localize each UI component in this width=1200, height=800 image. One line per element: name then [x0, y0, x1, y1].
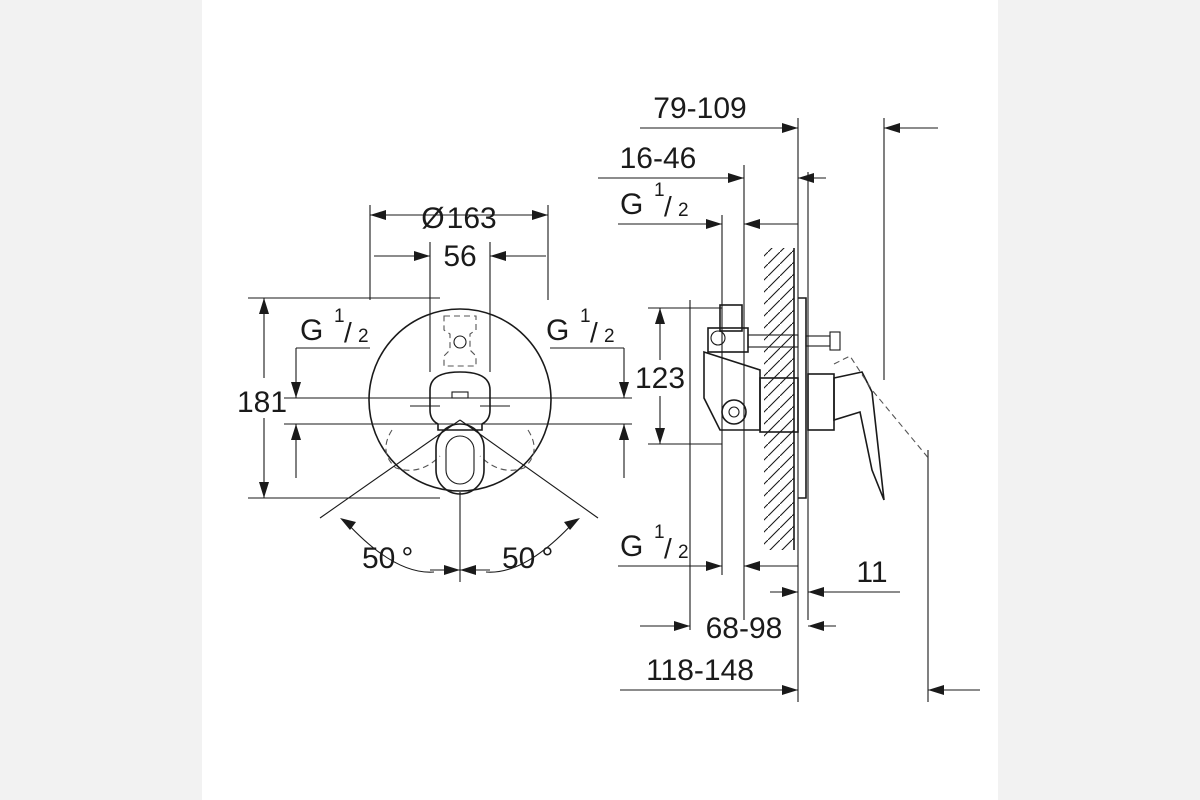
svg-text:G: G: [300, 314, 323, 347]
svg-text:/: /: [344, 317, 352, 348]
lever-loop-inner: [445, 435, 475, 485]
angle-arrow-center-right: [460, 565, 476, 575]
thread-top-arrow-right: [744, 219, 760, 229]
cartridge-screw: [453, 335, 467, 349]
technical-drawing-sheet: Ø163 56 181 G 1 / 2: [202, 0, 998, 800]
height-arrow-top: [259, 298, 269, 314]
plate-gap-arrow-left: [782, 587, 798, 597]
cover-plate-outline: [368, 308, 552, 492]
angle-arrow-left: [340, 518, 356, 530]
lever-profile: [833, 371, 885, 501]
pipe-depth-label: 16-46: [620, 142, 697, 175]
overall-depth-arrow-right: [928, 685, 944, 695]
svg-text:/: /: [664, 533, 672, 564]
valve-upper-port: [710, 330, 726, 346]
lever-hole: [451, 391, 469, 399]
svg-text:1: 1: [654, 522, 665, 543]
wall-depth-arrow-right: [884, 123, 900, 133]
hidden-handle-right: [479, 429, 535, 471]
pipe-depth-arrow-right: [798, 173, 814, 183]
thread-arrow-left-top: [291, 382, 301, 398]
front-view: Ø163 56 181 G 1 / 2: [237, 202, 632, 582]
svg-text:2: 2: [678, 542, 689, 563]
svg-text:1: 1: [334, 306, 345, 327]
angle-left-label: 50°: [362, 542, 413, 575]
lever-head: [429, 371, 491, 431]
angle-arrow-right: [564, 518, 580, 530]
handle-arrow-left: [414, 251, 430, 261]
diameter-arrow-right: [532, 210, 548, 220]
wall-depth-arrow: [782, 123, 798, 133]
svg-text:1: 1: [654, 180, 665, 201]
plate-gap-label: 11: [856, 556, 887, 589]
diameter-label: Ø163: [421, 202, 496, 235]
angle-arrow-center-left: [444, 565, 460, 575]
diameter-arrow-left: [370, 210, 386, 220]
thread-bottom-arrow-right: [744, 561, 760, 571]
valve-stop-cap: [829, 331, 841, 351]
valve-lower-port: [721, 399, 747, 425]
lever-base: [807, 373, 835, 431]
hidden-handle-left: [385, 429, 441, 471]
valve-lower-port-inner: [728, 406, 740, 418]
thread-top-arrow: [706, 219, 722, 229]
handle-width-label: 56: [443, 240, 476, 273]
body-depth-label: 68-98: [706, 612, 783, 645]
height-label: 181: [237, 386, 287, 419]
plate-gap-arrow: [808, 587, 824, 597]
overall-depth-label: 118-148: [646, 654, 754, 687]
valve-top-fitting: [719, 304, 743, 332]
svg-text:2: 2: [358, 326, 369, 347]
angle-arc-right: [485, 521, 575, 573]
svg-text:2: 2: [604, 326, 615, 347]
hidden-cartridge: [443, 315, 477, 367]
svg-text:G: G: [546, 314, 569, 347]
conn-height-label: 123: [635, 362, 685, 395]
svg-text:/: /: [590, 317, 598, 348]
svg-text:G: G: [620, 188, 643, 221]
side-view: 123 79-109 16-46 G 1 / 2 G 1 /: [598, 92, 980, 702]
thread-arrow-right-bottom: [619, 424, 629, 440]
svg-text:/: /: [664, 191, 672, 222]
angle-right-label: 50°: [502, 542, 553, 575]
conn-height-arrow-bottom: [655, 428, 665, 444]
thread-label-side-top: G 1 / 2: [620, 180, 689, 222]
plate-side: [798, 297, 807, 499]
svg-text:G: G: [620, 530, 643, 563]
valve-cartridge-body: [759, 377, 799, 433]
body-depth-arrow-left: [674, 621, 690, 631]
valve-upper-stem: [747, 334, 799, 348]
svg-text:2: 2: [678, 200, 689, 221]
angle-line-right: [459, 419, 599, 519]
handle-arrow-right: [490, 251, 506, 261]
conn-height-arrow-top: [655, 308, 665, 324]
thread-arrow-left-bottom: [291, 424, 301, 440]
pipe-depth-arrow: [728, 173, 744, 183]
thread-label-side-bottom: G 1 / 2: [620, 522, 689, 564]
valve-housing: [703, 350, 761, 431]
wall-hatch: [764, 248, 794, 550]
overall-depth-arrow: [782, 685, 798, 695]
height-arrow-bottom: [259, 482, 269, 498]
thread-arrow-right-top: [619, 382, 629, 398]
valve-stop-pin: [805, 335, 831, 347]
angle-line-left: [319, 419, 461, 519]
body-depth-arrow-right: [808, 621, 824, 631]
dimension-drawing: Ø163 56 181 G 1 / 2: [237, 92, 980, 702]
thread-label-front-left: G 1 / 2: [300, 306, 369, 348]
wall-depth-label: 79-109: [653, 92, 746, 125]
thread-bottom-arrow: [706, 561, 722, 571]
lever-raised-position: [833, 355, 931, 461]
thread-label-front-right: G 1 / 2: [546, 306, 615, 348]
svg-text:1: 1: [580, 306, 591, 327]
angle-arc-left: [345, 521, 435, 573]
